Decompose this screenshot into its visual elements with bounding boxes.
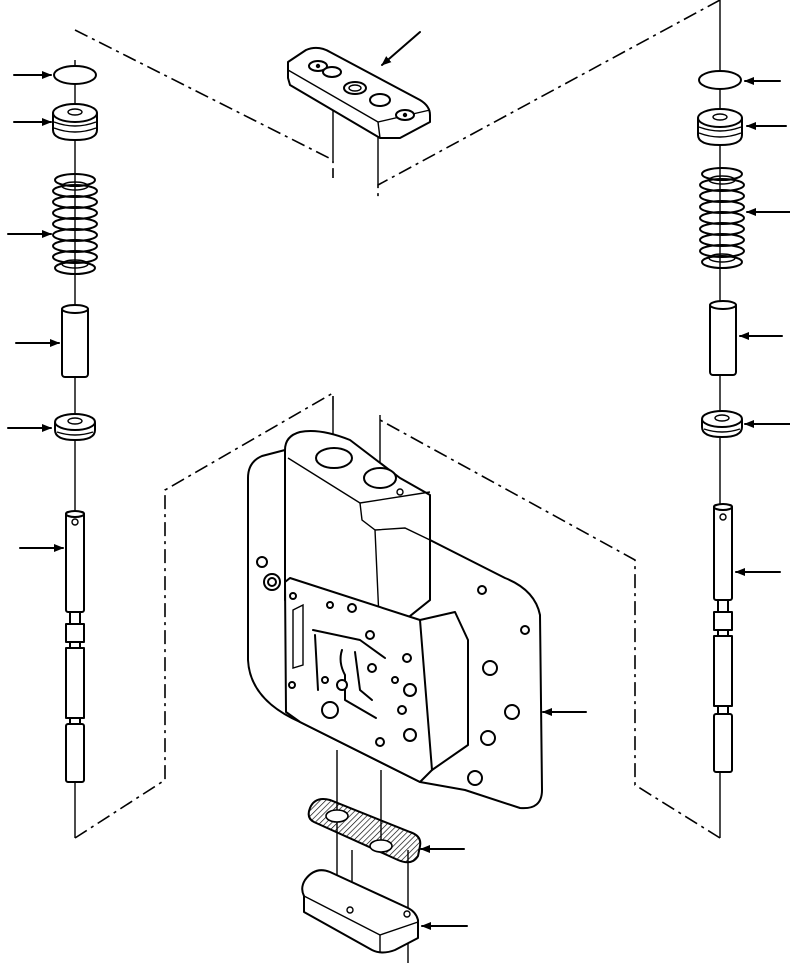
left-spring-retainer <box>52 103 98 141</box>
left-valve-spool <box>65 510 85 783</box>
gasket <box>307 798 422 864</box>
left-spring <box>52 173 98 275</box>
top-cover-plate <box>287 46 431 139</box>
right-valve-spool <box>713 503 733 773</box>
right-o-ring <box>698 70 742 90</box>
right-spring <box>699 167 745 269</box>
main-valve-body <box>247 430 543 810</box>
callout-arrows <box>7 31 790 930</box>
left-sleeve <box>61 304 89 378</box>
right-spring-retainer <box>697 108 743 146</box>
callout-arrow <box>381 31 421 66</box>
bottom-cover <box>301 869 419 954</box>
right-seat-washer <box>701 410 743 438</box>
left-seat-washer <box>54 413 96 441</box>
left-o-ring <box>53 65 97 85</box>
right-sleeve <box>709 300 737 376</box>
